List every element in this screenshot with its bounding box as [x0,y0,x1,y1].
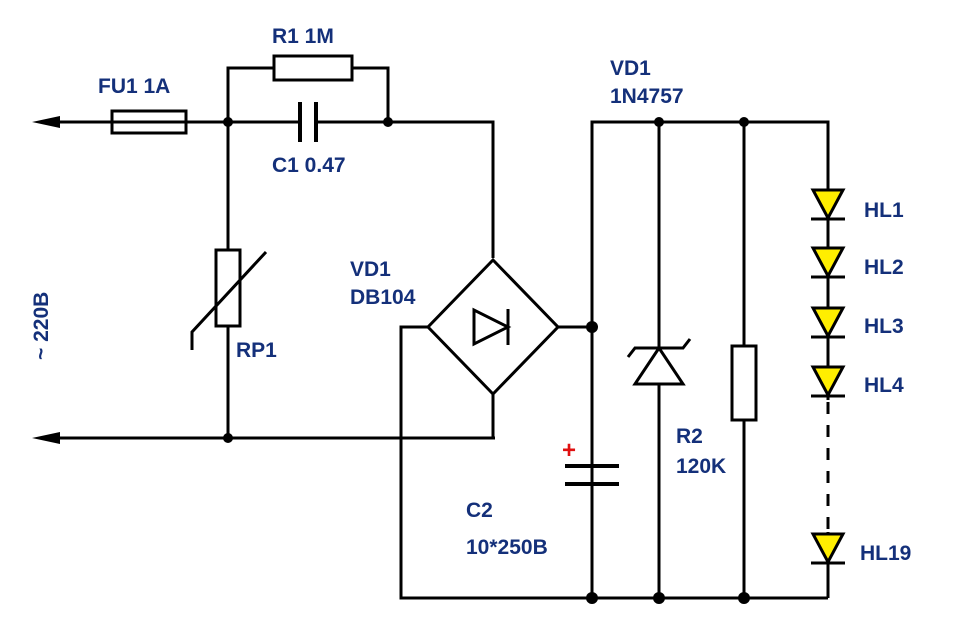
label-hl19: HL19 [860,542,911,565]
bridge-rectifier-vd1 [425,257,561,397]
label-zener-part: 1N4757 [610,85,684,108]
label-hl1: HL1 [864,199,904,222]
label-hl2: HL2 [864,256,904,279]
label-c2-name: C2 [466,499,493,522]
label-c2-value: 10*250B [466,536,548,559]
junction-dots [223,117,750,604]
capacitor-c1 [298,102,318,142]
label-c2-polarity: + [562,437,576,464]
label-hl3: HL3 [864,315,904,338]
varistor-rp1 [190,122,268,438]
label-zener-name: VD1 [610,57,651,80]
led-hl1 [809,188,847,221]
wire-c1-bridge-top [316,120,495,258]
capacitor-c2 [565,327,619,486]
led-hl4 [809,365,847,398]
wire-positive-rail [590,120,830,598]
label-bridge-part: DB104 [350,286,416,309]
input-terminal-bottom [32,432,495,444]
led-hl19 [809,532,847,565]
label-varistor: RP1 [236,339,277,362]
led-hl3 [809,306,847,339]
label-hl4: HL4 [864,374,904,397]
label-bridge-name: VD1 [350,258,391,281]
wire-negative-rail [399,325,828,600]
input-terminal-top [32,116,112,128]
label-r1: R1 1M [272,25,334,48]
zener-diode-vd1 [626,122,692,598]
label-c1: C1 0.47 [272,154,346,177]
led-hl2 [809,246,847,279]
label-fuse: FU1 1A [98,75,170,98]
resistor-r1 [226,54,390,122]
resistor-r2 [730,122,758,598]
fuse-fu1 [110,109,188,135]
label-r2-name: R2 [676,425,703,448]
label-mains: ~ 220B [30,292,53,360]
label-r2-value: 120K [676,455,726,478]
